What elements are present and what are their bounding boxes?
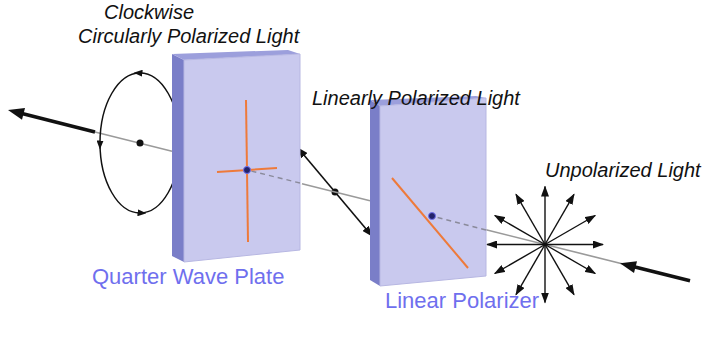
transmission-axis bbox=[392, 178, 468, 268]
polarization-label: Clockwise Circularly Polarized Light bbox=[78, 0, 358, 48]
component-label: Linear Polarizer bbox=[385, 288, 539, 314]
unpolarized-ray bbox=[545, 244, 603, 245]
polarization-label: Unpolarized Light bbox=[545, 158, 701, 182]
input-arrow bbox=[634, 267, 690, 281]
unpolarized-ray bbox=[516, 194, 545, 244]
unpolarized-ray bbox=[544, 245, 545, 303]
beam-line bbox=[95, 132, 172, 151]
input-arrowhead bbox=[620, 261, 637, 273]
plate-shape bbox=[172, 50, 302, 264]
beam-dot bbox=[137, 140, 144, 147]
unpolarized-ray bbox=[495, 245, 545, 274]
linear-polarizer: Linear Polarizer bbox=[370, 96, 486, 286]
output-arrowhead bbox=[8, 108, 25, 120]
unpolarized-ray bbox=[545, 216, 595, 245]
unpolarized-ray bbox=[545, 245, 574, 295]
polarization-label: Linearly Polarized Light bbox=[312, 86, 520, 110]
plate-face bbox=[184, 54, 300, 262]
unpolarized-rays bbox=[487, 187, 603, 303]
hidden-beam bbox=[432, 216, 486, 230]
unpolarized-ray bbox=[487, 244, 545, 245]
rotation-arrowhead bbox=[138, 73, 146, 74]
unpolarized-ray bbox=[495, 216, 545, 245]
output-arrow bbox=[22, 114, 95, 133]
plate-shape bbox=[370, 96, 486, 286]
unpolarized-ray bbox=[545, 245, 595, 274]
beam-dot bbox=[244, 167, 251, 174]
linear-polarization-arrow bbox=[298, 148, 372, 236]
plate-edge bbox=[370, 100, 380, 286]
unpolarized-ray bbox=[544, 187, 545, 245]
beam-line bbox=[486, 230, 690, 281]
circular-polarization-ellipse bbox=[100, 73, 180, 213]
rotation-arrowhead bbox=[100, 135, 101, 145]
beam-dot bbox=[429, 213, 436, 220]
hidden-beam bbox=[247, 170, 300, 183]
rotation-arrowhead bbox=[134, 212, 142, 213]
plate-face bbox=[380, 98, 486, 286]
unpolarized-ray bbox=[545, 194, 574, 244]
beam-connector bbox=[302, 184, 370, 201]
plate-edge bbox=[172, 54, 184, 262]
quarter-wave-plate: Quarter Wave Plate bbox=[172, 50, 302, 264]
component-label: Quarter Wave Plate bbox=[92, 264, 284, 290]
unpolarized-ray bbox=[516, 245, 545, 295]
